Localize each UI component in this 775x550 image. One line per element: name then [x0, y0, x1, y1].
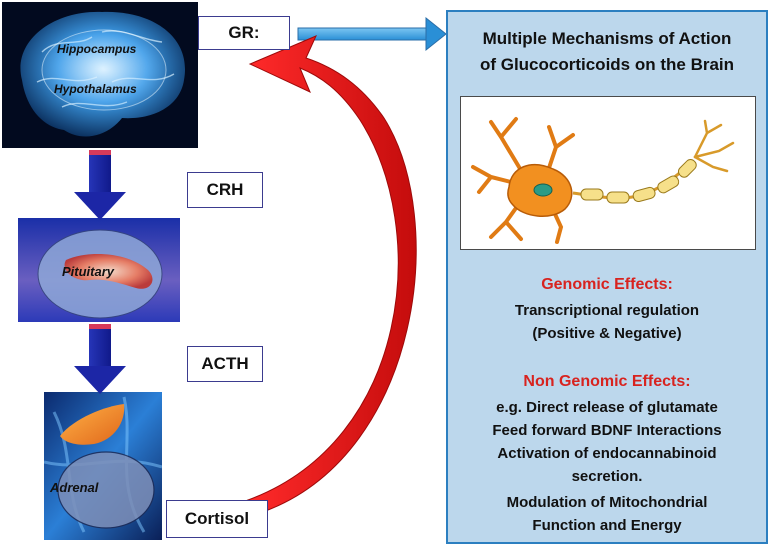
down-arrow-crh	[74, 150, 126, 220]
neuron-illustration	[471, 117, 735, 244]
adrenal-image: Adrenal	[43, 392, 163, 540]
cortisol-label-box: Cortisol	[166, 500, 268, 538]
genomic-effects-line2: (Positive & Negative)	[532, 325, 682, 342]
hypothalamus-label: Hypothalamus	[54, 82, 137, 96]
axon-terminals	[693, 119, 735, 173]
nongenomic-effect-line: Activation of endocannabinoid	[497, 445, 717, 462]
gr-label-box: GR:	[198, 16, 290, 50]
down-arrow-acth	[74, 324, 126, 394]
myelin-sheath	[580, 158, 697, 204]
adrenal-label: Adrenal	[50, 480, 99, 495]
acth-label-box: ACTH	[187, 346, 263, 382]
feedback-arrow	[246, 35, 417, 511]
mechanisms-panel: Multiple Mechanisms of Action of Glucoco…	[446, 10, 768, 544]
nongenomic-effect-line: secretion.	[571, 468, 643, 485]
crh-label-box: CRH	[187, 172, 263, 208]
genomic-effects-line1: Transcriptional regulation	[514, 302, 700, 319]
genomic-effects-heading: Genomic Effects:	[541, 276, 673, 293]
panel-title-line1: Multiple Mechanisms of Action	[482, 29, 732, 48]
brain-illustration	[2, 2, 198, 148]
panel-title-line2: of Glucocorticoids on the Brain	[479, 55, 735, 74]
hippocampus-label: Hippocampus	[57, 42, 137, 56]
nongenomic-effect-line: Function and Energy	[532, 517, 682, 534]
pituitary-image: Pituitary	[18, 218, 180, 322]
right-arrow-gr	[297, 16, 447, 52]
adrenal-illustration	[43, 392, 163, 540]
panel-title: Multiple Mechanisms of Action of Glucoco…	[448, 26, 766, 78]
pituitary-label: Pituitary	[62, 264, 115, 279]
nongenomic-effect-line: Feed forward BDNF Interactions	[492, 422, 722, 439]
nongenomic-effects-heading: Non Genomic Effects:	[523, 373, 691, 390]
pituitary-illustration	[18, 218, 180, 322]
neuron-image	[460, 96, 756, 250]
neuron-nucleus	[533, 183, 553, 197]
nongenomic-effect-line: e.g. Direct release of glutamate	[496, 399, 718, 416]
nongenomic-effect-line: Modulation of Mitochondrial	[506, 494, 708, 511]
brain-image: Hippocampus Hypothalamus	[2, 2, 198, 148]
